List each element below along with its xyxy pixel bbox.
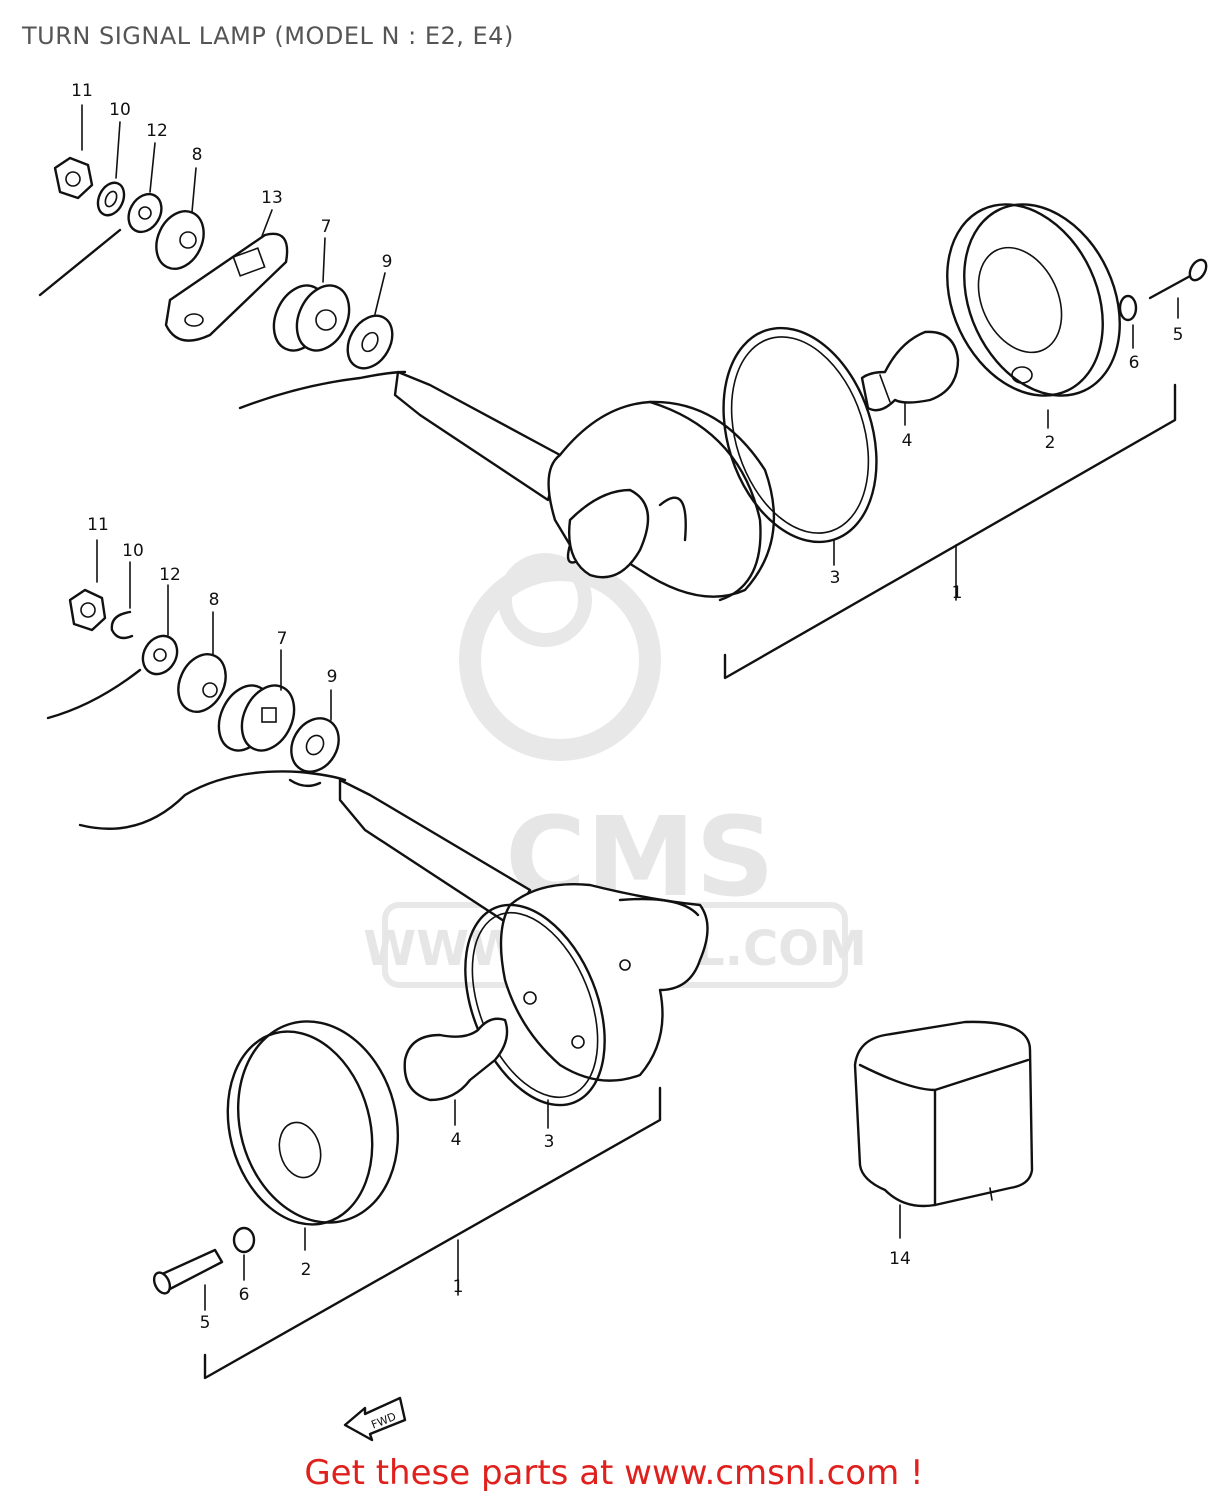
flasher-relay-14: 14 bbox=[853, 1020, 1034, 1269]
bottom-turn-signal-assembly: FWD bbox=[46, 588, 709, 1442]
wire-top bbox=[238, 370, 407, 410]
callout-9-top: 9 bbox=[382, 252, 393, 272]
fwd-arrow-icon bbox=[343, 1396, 407, 1442]
diagram-title: TURN SIGNAL LAMP (MODEL N : E2, E4) bbox=[22, 22, 514, 50]
callout-1-bottom: 1 bbox=[453, 1277, 464, 1297]
assembly-bracket-1-top bbox=[723, 383, 1177, 680]
screw-5-top bbox=[1148, 273, 1194, 300]
callout-5-top: 5 bbox=[1173, 325, 1184, 345]
callout-12-bottom: 12 bbox=[159, 565, 181, 585]
callout-8-bottom: 8 bbox=[209, 590, 220, 610]
callout-12-top: 12 bbox=[146, 121, 168, 141]
callout-5-bottom: 5 bbox=[200, 1313, 211, 1333]
top-turn-signal-assembly bbox=[38, 156, 1208, 680]
nut-11-bottom bbox=[68, 588, 107, 632]
callout-4-top: 4 bbox=[902, 431, 913, 451]
top-callout-leaders bbox=[81, 104, 1179, 566]
callout-10-top: 10 bbox=[109, 100, 131, 120]
washer-6-bottom bbox=[232, 1226, 256, 1254]
assembly-bracket-1-bottom bbox=[203, 1086, 662, 1380]
callout-9-bottom: 9 bbox=[327, 667, 338, 687]
stem-top bbox=[393, 370, 562, 502]
footer-parts-link[interactable]: Get these parts at www.cmsnl.com ! bbox=[304, 1453, 924, 1493]
callout-7-bottom: 7 bbox=[277, 629, 288, 649]
seal-ring-3-bottom bbox=[464, 903, 606, 1107]
callout-1-top: 1 bbox=[952, 583, 963, 603]
bottom-callout-leaders bbox=[96, 539, 549, 1311]
wire-terminal-12-top bbox=[38, 228, 122, 297]
callout-6-top: 6 bbox=[1129, 353, 1140, 373]
callout-11-top: 11 bbox=[71, 81, 93, 101]
wire-terminal-12-bottom bbox=[46, 668, 142, 720]
nut-11-top bbox=[53, 156, 94, 200]
top-callout-labels: 11 10 12 8 13 7 9 5 6 4 2 3 1 bbox=[71, 81, 1183, 603]
callout-2-bottom: 2 bbox=[301, 1260, 312, 1280]
callout-3-top: 3 bbox=[830, 568, 841, 588]
callout-4-bottom: 4 bbox=[451, 1130, 462, 1150]
callout-14-relay: 14 bbox=[889, 1249, 911, 1269]
callout-6-bottom: 6 bbox=[239, 1285, 250, 1305]
callout-7-top: 7 bbox=[321, 217, 332, 237]
callout-3-bottom: 3 bbox=[544, 1132, 555, 1152]
grommet-8-bottom bbox=[177, 653, 227, 713]
bottom-callout-labels: 11 10 12 8 7 9 4 3 2 6 5 1 bbox=[87, 515, 554, 1333]
washer-6-top bbox=[1118, 294, 1138, 322]
washer-9-bottom bbox=[290, 717, 340, 773]
callout-13-top: 13 bbox=[261, 188, 283, 208]
bulb-4-bottom bbox=[403, 1017, 509, 1102]
lens-2-bottom bbox=[236, 1020, 400, 1224]
washer-10-top bbox=[96, 181, 126, 217]
washer-9-top bbox=[346, 314, 394, 370]
callout-8-top: 8 bbox=[192, 145, 203, 165]
callout-10-bottom: 10 bbox=[122, 541, 144, 561]
callout-11-bottom: 11 bbox=[87, 515, 109, 535]
wire-bottom bbox=[78, 770, 347, 830]
callout-2-top: 2 bbox=[1045, 433, 1056, 453]
washer-10-bottom bbox=[110, 610, 134, 640]
bulb-4-top bbox=[860, 330, 960, 412]
